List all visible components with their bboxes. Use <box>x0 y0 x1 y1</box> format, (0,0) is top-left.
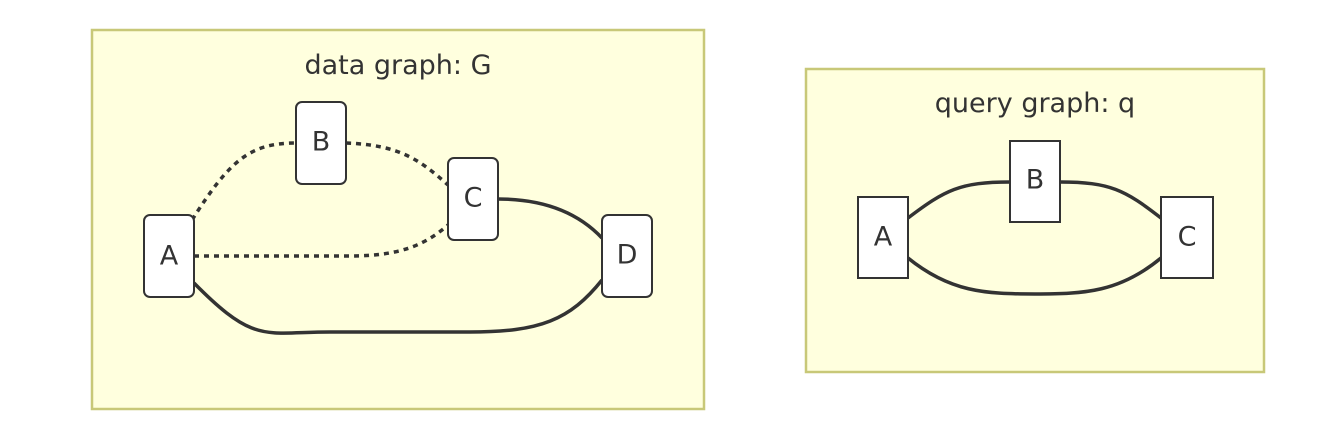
data-node-a: A <box>143 214 195 298</box>
data-node-a-label: A <box>160 241 179 272</box>
query-edge-b-c <box>1059 180 1163 220</box>
query-node-b-label: B <box>1026 165 1045 196</box>
data-edge-a-d <box>192 278 604 335</box>
data-node-b-label: B <box>312 127 331 158</box>
data-node-d-label: D <box>617 240 638 271</box>
query-node-a: A <box>857 196 909 279</box>
query-edge-a-b <box>906 180 1011 220</box>
query-node-c: C <box>1160 196 1214 279</box>
data-node-d: D <box>601 214 653 298</box>
query-graph-title: query graph: q <box>935 88 1135 119</box>
data-edge-b-c <box>345 141 450 187</box>
query-edge-a-c <box>906 256 1163 296</box>
data-graph-cluster: data graph: G A B C D <box>90 28 706 411</box>
data-edge-c-d <box>497 197 604 240</box>
data-node-b: B <box>295 101 347 185</box>
data-node-c-label: C <box>464 183 483 214</box>
query-graph-cluster: query graph: q A B C <box>804 67 1266 374</box>
query-node-a-label: A <box>874 222 893 253</box>
data-edge-a-b <box>190 141 297 221</box>
query-node-c-label: C <box>1178 222 1197 253</box>
data-edge-a-c <box>194 223 450 258</box>
data-node-c: C <box>447 157 499 241</box>
data-graph-title: data graph: G <box>304 50 491 81</box>
query-node-b: B <box>1009 140 1061 223</box>
